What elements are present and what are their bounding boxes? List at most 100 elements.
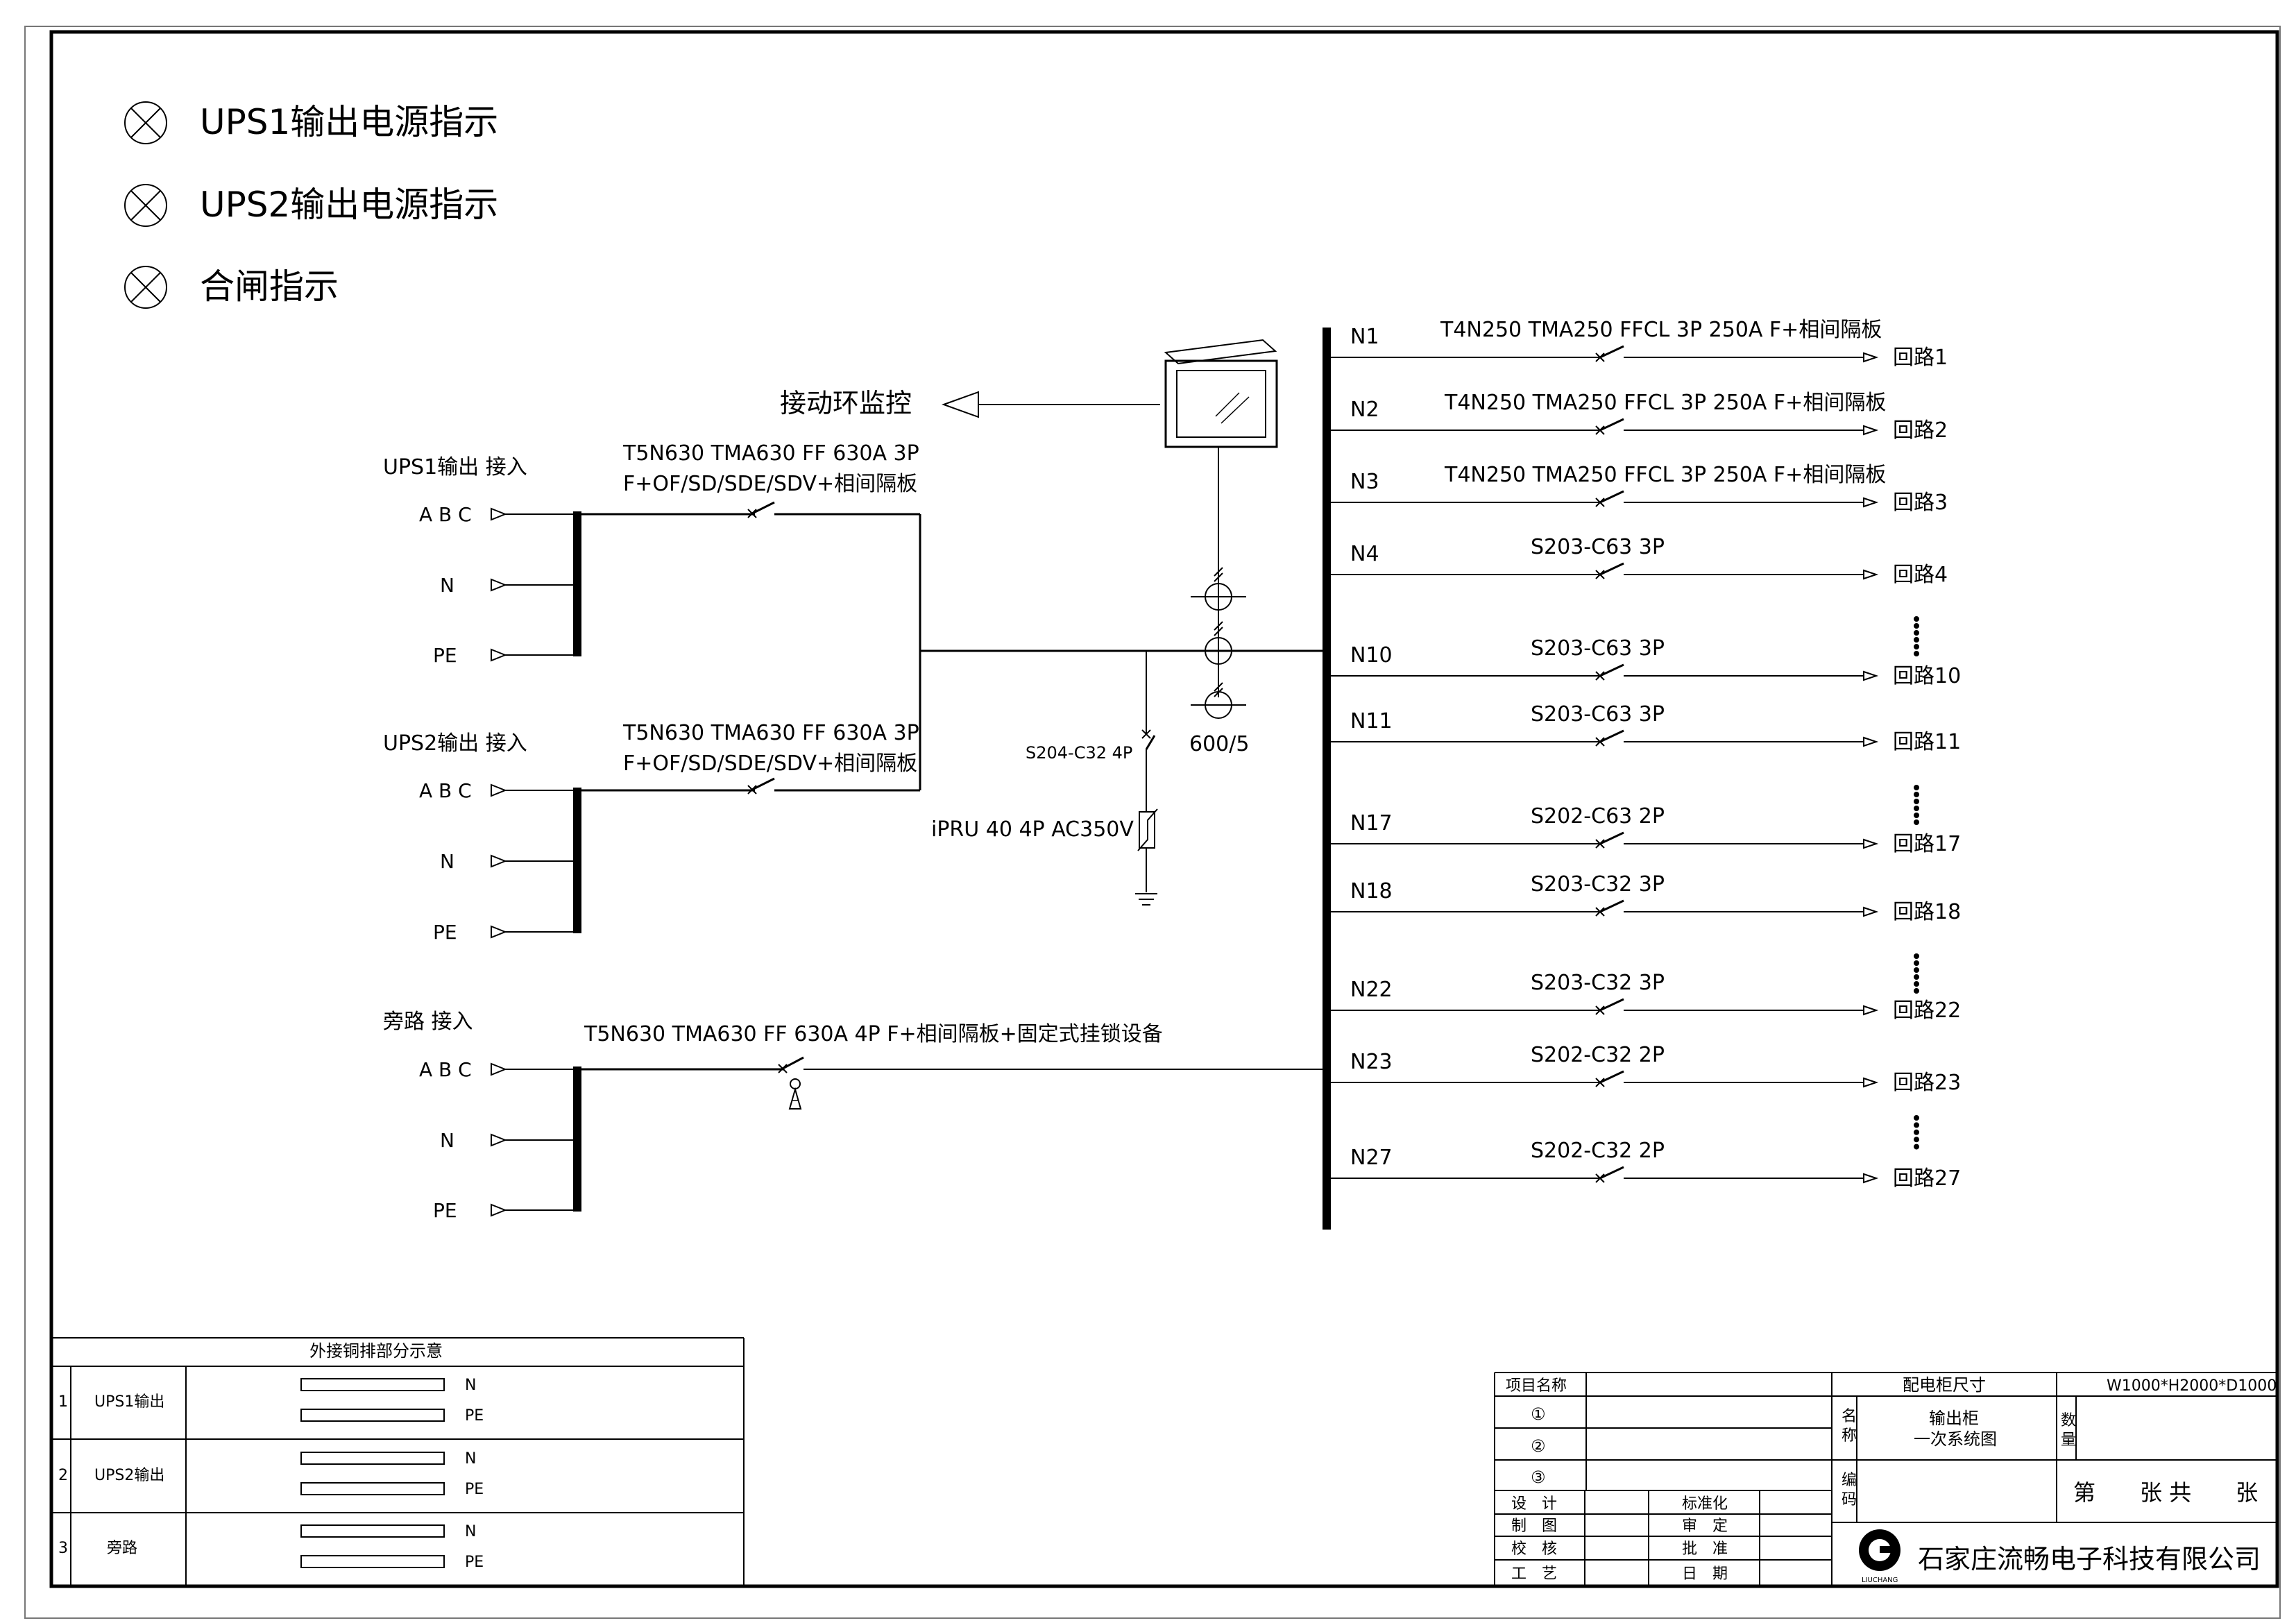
breaker-contact [1599,729,1624,743]
feeder-id: N11 [1350,709,1393,733]
output-feeder-n23: N23 S202-C32 2P 回路23 [1331,1043,1961,1095]
name-value: 输出柜 [1929,1409,1979,1428]
continuation-dots [1914,616,1919,656]
terminal-arrow-icon [491,1133,507,1147]
feeder-id: N27 [1350,1146,1393,1170]
feeder-arrow-icon [1863,569,1879,580]
breaker-contact [1599,418,1624,432]
feeder-circuit-label: 回路17 [1893,832,1961,856]
breaker-contact [1599,831,1624,845]
breaker-label: T5N630 TMA630 FF 630A 4P F+相间隔板+固定式挂锁设备 [584,1022,1163,1046]
code-label: 编 [1842,1472,1857,1489]
feeder-circuit-label: 回路18 [1893,900,1961,924]
terminal-label: PE [433,1199,457,1222]
logo-text: LIUCHANG [1862,1577,1898,1584]
feeder-arrow-icon [1863,1005,1879,1016]
feeder-arrow-icon [1863,736,1879,747]
role-label: 标准化 [1682,1495,1728,1513]
feeder-breaker-label: S202-C63 2P [1531,804,1665,829]
breaker-contact [1599,663,1624,677]
feeder-arrow-icon [1863,1173,1879,1184]
row-number: 3 [58,1540,68,1557]
feeder-id: N23 [1350,1050,1393,1074]
feeder-id: N2 [1350,398,1379,422]
feeder-breaker-label: S202-C32 2P [1531,1139,1665,1163]
terminal-label: N [440,850,454,873]
feeder-id: N4 [1350,542,1379,566]
breaker-contact [1599,562,1624,576]
input-ups1: UPS1输出 接入 A B C N PE T5N630 TMA630 FF 63… [383,441,920,667]
feeder-breaker-label: T4N250 TMA250 FFCL 3P 250A F+相间隔板 [1444,391,1886,415]
terminal-arrow-icon [491,578,507,592]
busbar-bar [300,1482,445,1495]
item-label: ① [1531,1404,1546,1424]
lamp-icon [124,266,167,309]
output-feeder-n17: N17 S202-C63 2P 回路17 [1331,804,1961,856]
spd-breaker-label: S204-C32 4P [1026,743,1132,763]
continuation-dots [1914,953,1919,994]
breaker-contact [1599,1070,1624,1084]
terminal-arrow-icon [491,783,507,797]
feeder-id: N17 [1350,811,1393,835]
role-label: 批 准 [1682,1540,1728,1558]
role-label: 制 图 [1511,1518,1557,1535]
spd-arrester-label: iPRU 40 4P AC350V [931,817,1134,842]
row-name: UPS1输出 [94,1393,164,1411]
breaker-symbol [747,777,775,794]
breaker-label: F+OF/SD/SDE/SDV+相间隔板 [623,751,917,776]
ct-ratio-label: 600/5 [1189,732,1249,756]
feeder-id: N3 [1350,470,1379,494]
ground-icon [1135,893,1157,906]
feeder-arrow-icon [1863,670,1879,681]
feeder-circuit-label: 回路22 [1893,999,1961,1023]
bar-label: PE [465,1481,484,1498]
company-logo-icon: LIUCHANG [1859,1529,1900,1584]
breaker-symbol [778,1056,804,1073]
feeder-breaker-label: T4N250 TMA250 FFCL 3P 250A F+相间隔板 [1444,463,1886,487]
bar-label: PE [465,1554,484,1571]
lamp-icon [124,184,167,227]
ct-icon [1205,611,1232,697]
feeder-circuit-label: 回路27 [1893,1166,1961,1191]
feeder-breaker-label: T4N250 TMA250 FFCL 3P 250A F+相间隔板 [1440,318,1882,342]
feeder-circuit-label: 回路23 [1893,1071,1961,1095]
outer-border [24,26,2281,1619]
terminal-label: PE [433,644,457,667]
bar-label: N [465,1523,476,1540]
feeder-breaker-label: S202-C32 2P [1531,1043,1665,1067]
feeder-id: N10 [1350,643,1393,668]
feeder-arrow-icon [1863,838,1879,849]
input-title: 旁路 接入 [383,1010,473,1034]
bar-label: N [465,1450,476,1468]
legend-ups1-label: UPS1输出电源指示 [200,102,498,142]
terminal-arrow-icon [491,1062,507,1076]
feeder-circuit-label: 回路3 [1893,491,1948,515]
code-label: 码 [1842,1491,1857,1509]
qty-label: 量 [2061,1431,2076,1449]
breaker-label: T5N630 TMA630 FF 630A 3P [622,721,919,745]
feeder-breaker-label: S203-C63 3P [1531,702,1665,726]
terminal-arrow-icon [491,854,507,868]
sheet-count: 第 张 共 张 [2073,1479,2258,1506]
qty-label: 数 [2061,1412,2076,1429]
project-name-label: 项目名称 [1506,1377,1567,1395]
input-title: UPS1输出 接入 [383,455,527,479]
feeder-circuit-label: 回路1 [1893,346,1948,370]
legend-closing-label: 合闸指示 [200,266,339,307]
legend: UPS1输出电源指示 UPS2输出电源指示 合闸指示 [124,101,498,309]
role-label: 审 定 [1682,1518,1728,1535]
busbar-bar [300,1378,445,1391]
breaker-contact [1599,899,1624,913]
row-number: 1 [58,1393,68,1411]
bar-label: N [465,1377,476,1394]
lamp-icon [124,101,167,144]
feeder-arrow-icon [1863,425,1879,436]
role-label: 工 艺 [1511,1565,1557,1583]
feeder-id: N18 [1350,879,1393,903]
